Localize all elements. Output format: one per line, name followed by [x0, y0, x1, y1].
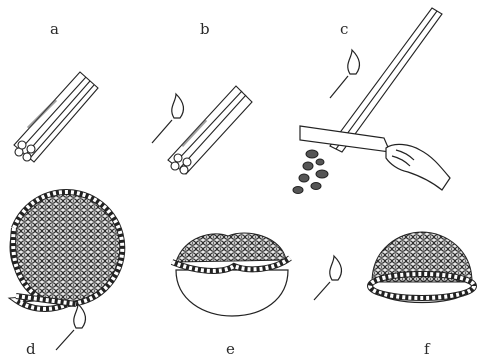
- match-b-icon: [152, 94, 183, 143]
- stick-bundle-a: [14, 72, 98, 162]
- long-stick: [330, 8, 442, 152]
- coiled-cake-e: [172, 233, 290, 271]
- coiled-cake-d: [10, 192, 122, 309]
- match-c-icon: [330, 50, 359, 98]
- match-d-icon: [56, 304, 85, 350]
- coiled-cake-f: [370, 232, 474, 303]
- bowl-e: [176, 270, 288, 316]
- coin-pellets: [293, 150, 328, 194]
- hand-icon: [386, 144, 450, 190]
- match-e-icon: [314, 256, 341, 300]
